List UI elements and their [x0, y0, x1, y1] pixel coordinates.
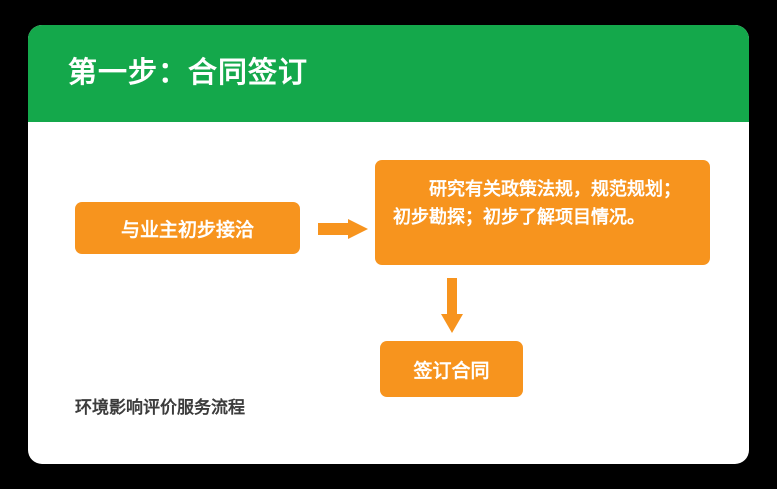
flow-node-sign[interactable]: 签订合同: [380, 341, 523, 397]
arrow-down-icon: [441, 278, 463, 333]
slide-header: 第一步：合同签订: [28, 25, 749, 122]
footer-caption: 环境影响评价服务流程: [75, 398, 245, 418]
flow-node-sign-label: 签订合同: [413, 359, 490, 382]
flow-node-research-label: 研究有关政策法规，规范规划；初步勘探；初步了解项目情况。: [393, 179, 681, 228]
flow-node-contact[interactable]: 与业主初步接洽: [75, 202, 300, 254]
slide-canvas: 第一步：合同签订 与业主初步接洽 研究有关政策法规，规范规划；初步勘探；初步了解…: [28, 25, 749, 464]
flow-node-research[interactable]: 研究有关政策法规，规范规划；初步勘探；初步了解项目情况。: [375, 160, 710, 265]
page-title: 第一步：合同签订: [68, 55, 309, 89]
arrow-right-icon: [318, 219, 368, 239]
flow-node-contact-label: 与业主初步接洽: [120, 218, 254, 241]
